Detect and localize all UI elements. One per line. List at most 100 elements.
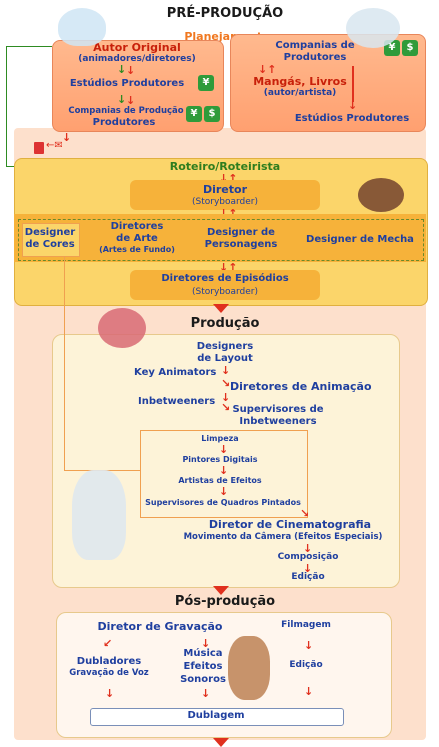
arrow-red: ↓↑ [219,261,238,274]
producers-left: Produtores [92,117,156,128]
designers-dashed [18,219,424,261]
animation-directors: Diretores de Animação [230,380,372,393]
arrow-red: ↓↑ [219,208,237,219]
production-edit: Edição [291,572,325,582]
character-illustration [358,178,404,212]
painting-box [140,430,308,518]
designers-band [14,214,426,262]
arrow-red: ↓ [304,639,314,652]
money-icon: ¥ [186,106,202,122]
arrow-red: ↘ [300,507,310,520]
paint-supervisors: Supervisores de Quadros Pintados [145,498,301,507]
color-designer-box [22,223,80,257]
author-sub: (animadores/diretores) [78,54,196,64]
arrow-red: ↓ [303,542,313,555]
supervisors-1: Supervisores de [232,404,324,415]
mecha-designer: Designer de Mecha [306,234,414,245]
supervisors-2: Inbetweeners [239,416,317,427]
producers-right: Produtores [283,52,347,63]
character-designer-2: Personagens [204,239,278,250]
character-illustration [98,308,146,348]
dubbing-box [90,708,344,726]
trash-icon [34,142,44,154]
music-2: Efeitos [183,661,223,672]
money-icon: ¥ [198,75,214,91]
director-band [130,180,320,210]
arrow-red: ↓↑ [219,172,238,185]
episode-band [130,270,320,300]
arrow-red: ↓ [201,687,211,700]
episode-sub: (Storyboarder) [191,287,259,297]
art-director-sub: (Artes de Fundo) [99,245,175,254]
episode-directors: Diretores de Episódios [161,273,289,284]
production-companies-left: Companias de Produção [68,106,184,116]
composition: Composição [277,552,339,562]
money-icon: $ [204,106,220,122]
pre-production-title: PRÉ-PRODUÇÃO [166,6,284,21]
post-production-title: Pós-produção [174,594,276,609]
arrow-red: ↙ [103,637,113,650]
studios-producers-right: Estúdios Produtores [294,113,410,124]
manga-books: Mangás, Livros [253,75,347,88]
art-director-2: de Arte [116,233,158,244]
color-designer-2: de Cores [25,239,75,250]
arrow-red: ↓↑ [258,63,277,76]
art-director-1: Diretores [110,221,164,232]
arrow-red: ↓ [105,687,115,700]
arrow-red: ↓ [221,391,231,404]
arrow-down [213,738,229,747]
script-title: Roteiro/Roteirista [169,160,281,173]
production-title: Produção [190,316,260,331]
character-illustration [346,8,400,48]
arrow-red: ↓ [126,64,136,77]
author-original: Autor Original [93,41,181,54]
arrow-green: ↓ [117,63,127,76]
music-3: Sonoros [180,674,226,685]
arrow-red: ↓ [126,94,136,107]
post-edit: Edição [289,660,323,670]
trash-arrow: ←✉ [46,140,63,151]
recording-director: Diretor de Gravação [97,620,223,633]
cleanup: Limpeza [201,434,239,443]
music-1: Música [183,648,223,659]
director: Diretor [202,183,248,196]
arrow-red: ↓ [219,464,229,477]
arrow-red: ↘ [221,401,231,414]
character-illustration [228,636,270,700]
dubbing: Dublagem [187,710,245,721]
filming: Filmagem [281,620,331,630]
arrow-red: ↓ [303,562,313,575]
green-connector-top [6,46,52,47]
manga-sub: (autor/artista) [263,88,337,98]
digital-painters: Pintores Digitais [182,455,258,464]
effects-artists: Artistas de Efeitos [178,476,262,485]
arrow-red: ↓ [348,99,358,112]
director-sub: (Storyboarder) [191,197,259,207]
companies-right: Companias de [275,40,355,51]
arrow-red: ↓ [221,364,231,377]
arrow-red: ↓ [201,637,211,650]
arrow-red-line [352,66,354,102]
key-animators: Key Animators [134,367,217,378]
camera-movement: Movimento da Câmera (Efeitos Especiais) [183,532,383,542]
character-designer-1: Designer de [207,227,275,238]
arrow-red: ↓ [219,443,229,456]
green-connector-v [6,46,7,166]
arrow-red: ↓ [62,131,72,144]
layout-designers-2: de Layout [197,353,253,364]
money-icon: $ [402,40,418,56]
character-illustration [72,470,126,560]
arrow-red: ↘ [221,377,231,390]
character-illustration [58,8,106,46]
inbetweeners: Inbetweeners [138,396,216,407]
arrow-red: ↓ [304,685,314,698]
arrow-down [213,586,229,595]
arrow-green: ↓ [117,93,127,106]
cinematography-director: Diretor de Cinematografia [208,518,372,531]
arrow-red: ↓ [219,485,229,498]
orange-connector-v [64,256,65,470]
arrow-down [213,304,229,313]
voice-recording: Gravação de Voz [69,668,149,678]
dubbers: Dubladores [76,656,142,667]
layout-designers-1: Designers [196,341,254,352]
